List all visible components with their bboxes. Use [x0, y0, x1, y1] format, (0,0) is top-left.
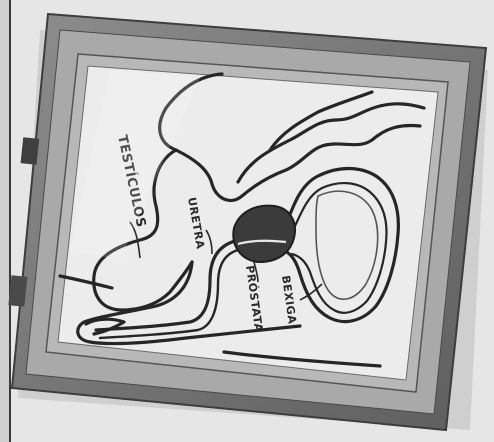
page-left-edge	[0, 0, 10, 442]
frame-mark-lower	[8, 275, 27, 307]
frame-mark-upper	[21, 137, 40, 165]
prostate-shape	[233, 206, 295, 262]
